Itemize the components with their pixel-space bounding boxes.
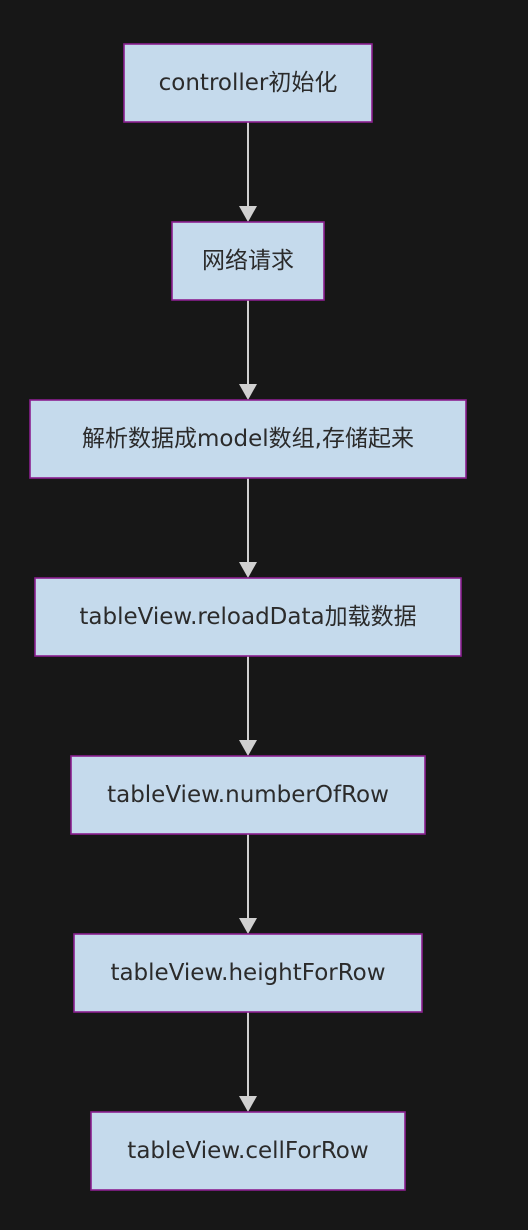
flow-node-box	[123, 43, 373, 123]
flow-node-label: tableView.reloadData加载数据	[79, 604, 416, 630]
flow-node-label: tableView.cellForRow	[127, 1138, 368, 1164]
arrow-head-icon	[239, 206, 257, 222]
flow-edge-6	[239, 1012, 257, 1112]
flow-edge-1	[239, 122, 257, 222]
flow-edge-2	[239, 300, 257, 400]
flow-node-label: 解析数据成model数组,存储起来	[82, 426, 414, 452]
flow-node-3: 解析数据成model数组,存储起来	[29, 399, 467, 479]
flow-node-label: tableView.numberOfRow	[107, 782, 389, 808]
flow-node-box	[90, 1111, 406, 1191]
flow-node-box	[70, 755, 426, 835]
flowchart-edges	[239, 122, 257, 1112]
flow-node-box	[34, 577, 462, 657]
flow-node-label: tableView.heightForRow	[110, 960, 385, 986]
flow-node-4: tableView.reloadData加载数据	[34, 577, 462, 657]
flow-edge-4	[239, 656, 257, 756]
flow-edge-3	[239, 478, 257, 578]
arrow-head-icon	[239, 918, 257, 934]
arrow-head-icon	[239, 1096, 257, 1112]
flow-node-box	[73, 933, 423, 1013]
flow-edge-5	[239, 834, 257, 934]
arrow-head-icon	[239, 562, 257, 578]
flow-node-1: controller初始化	[123, 43, 373, 123]
flow-node-7: tableView.cellForRow	[90, 1111, 406, 1191]
flow-node-box	[29, 399, 467, 479]
flow-node-2: 网络请求	[171, 221, 325, 301]
flow-node-label: controller初始化	[159, 70, 338, 96]
arrow-head-icon	[239, 384, 257, 400]
flow-node-box	[171, 221, 325, 301]
flow-node-label: 网络请求	[202, 248, 294, 274]
flow-node-6: tableView.heightForRow	[73, 933, 423, 1013]
flow-node-5: tableView.numberOfRow	[70, 755, 426, 835]
arrow-head-icon	[239, 740, 257, 756]
